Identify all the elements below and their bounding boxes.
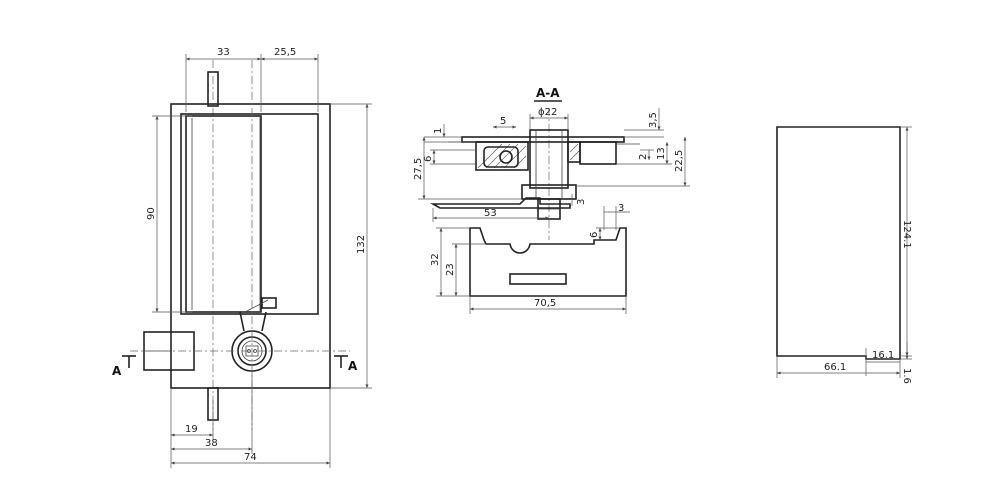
dim-13: 13 <box>656 147 667 160</box>
dim-top: 33 25,5 <box>185 47 319 112</box>
section-mark-left: A <box>112 364 122 378</box>
dim-6-b: 6 <box>589 232 600 238</box>
dim-22-5: 22,5 <box>674 150 685 172</box>
front-view: A A 33 25,5 90 132 <box>112 47 372 468</box>
dim-70-5: 70,5 <box>534 298 556 309</box>
lock-body <box>170 103 331 389</box>
panel-cutout: 124.1 16.1 66.1 1.6 <box>776 126 912 384</box>
section-title: A-A <box>536 86 560 100</box>
dim-25-5: 25,5 <box>274 47 296 58</box>
dim-bottom: 19 38 74 <box>170 372 331 468</box>
dim-23: 23 <box>445 263 456 276</box>
section-mark-right: A <box>348 359 358 373</box>
dim-33: 33 <box>217 47 230 58</box>
dim-124-1: 124.1 <box>901 220 912 249</box>
dim-66-1: 66.1 <box>824 362 846 373</box>
dim-53: 53 <box>484 208 497 219</box>
lower-housing <box>469 227 627 297</box>
dim-132-label: 132 <box>356 235 367 254</box>
dim-1: 1 <box>433 128 444 134</box>
dim-90: 90 <box>146 115 192 313</box>
dim-16-1: 16.1 <box>872 350 894 361</box>
dim-132: 132 <box>330 103 372 389</box>
dim-90-label: 90 <box>146 207 157 220</box>
dim-5: 5 <box>500 116 506 127</box>
cylinder-body <box>529 129 569 189</box>
section-dims: ϕ22 5 1 6 27,5 3,5 2 13 <box>413 107 690 314</box>
section-view: A-A <box>413 86 690 314</box>
dim-27-5: 27,5 <box>413 158 424 180</box>
dim-32: 32 <box>430 253 441 266</box>
dim-3-b: 3 <box>618 203 624 214</box>
dim-38: 38 <box>205 438 218 449</box>
dim-1-6: 1.6 <box>901 368 912 384</box>
dim-3-a: 3 <box>576 199 587 205</box>
dim-2: 2 <box>638 154 649 160</box>
dim-19: 19 <box>185 424 198 435</box>
dim-3-5: 3,5 <box>648 112 659 128</box>
handle-recess <box>180 113 319 315</box>
dim-74: 74 <box>244 452 257 463</box>
dim-6: 6 <box>423 156 434 162</box>
handle <box>185 115 262 313</box>
dim-dia22: ϕ22 <box>538 107 557 118</box>
